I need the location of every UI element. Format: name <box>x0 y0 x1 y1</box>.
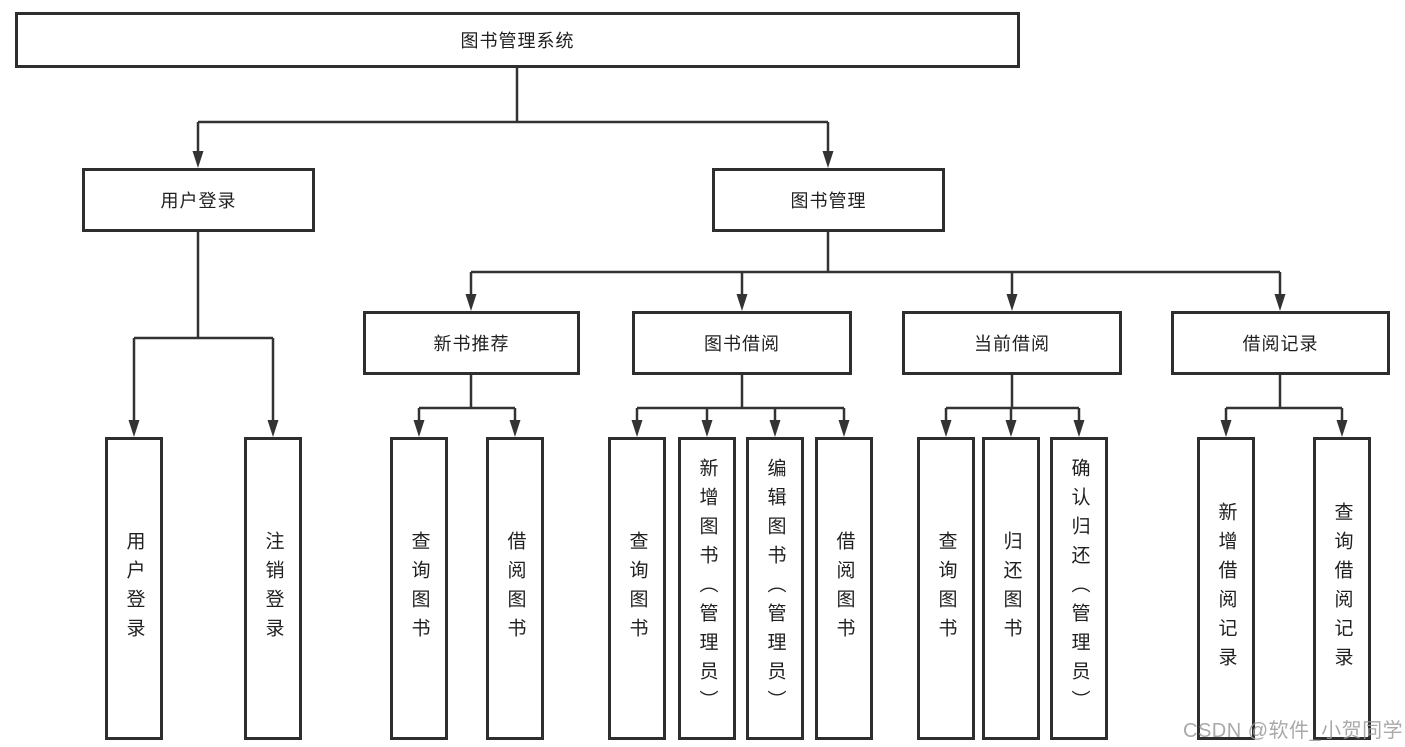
leaf-bb-edit-book-admin: 编辑图书（管理员） <box>746 437 804 740</box>
leaf-label: 查询借阅记录 <box>1331 501 1353 676</box>
node-book-borrowing: 图书借阅 <box>632 311 852 375</box>
node-current-borrowing: 当前借阅 <box>902 311 1122 375</box>
leaf-label: 查询图书 <box>626 530 648 647</box>
leaf-label: 新增借阅记录 <box>1215 501 1237 676</box>
leaf-label: 用户登录 <box>123 530 145 647</box>
node-label: 当前借阅 <box>974 334 1050 354</box>
leaf-label: 借阅图书 <box>504 530 526 647</box>
leaf-label: 编辑图书（管理员） <box>764 458 786 719</box>
csdn-watermark: CSDN @软件_小贺同学 <box>1183 720 1404 742</box>
node-user-login: 用户登录 <box>82 168 315 232</box>
leaf-br-query-record: 查询借阅记录 <box>1313 437 1371 740</box>
leaf-label: 确认归还（管理员） <box>1068 458 1090 719</box>
leaf-label: 查询图书 <box>935 530 957 647</box>
leaf-logout: 注销登录 <box>244 437 302 740</box>
leaf-bb-borrow-book: 借阅图书 <box>815 437 873 740</box>
leaf-cb-confirm-return-admin: 确认归还（管理员） <box>1050 437 1108 740</box>
node-label: 图书借阅 <box>704 334 780 354</box>
leaf-nbr-query-book: 查询图书 <box>390 437 448 740</box>
node-label: 图书管理 <box>790 191 867 211</box>
leaf-label: 注销登录 <box>262 530 284 647</box>
node-book-management: 图书管理 <box>712 168 945 232</box>
leaf-bb-add-book-admin: 新增图书（管理员） <box>678 437 736 740</box>
leaf-cb-query-book: 查询图书 <box>917 437 975 740</box>
node-label: 用户登录 <box>160 191 237 211</box>
leaf-label: 归还图书 <box>1000 530 1022 647</box>
leaf-user-login: 用户登录 <box>105 437 163 740</box>
node-borrowing-records: 借阅记录 <box>1171 311 1390 375</box>
leaf-br-add-record: 新增借阅记录 <box>1197 437 1255 740</box>
node-label: 图书管理系统 <box>460 31 575 51</box>
leaf-bb-query-book: 查询图书 <box>608 437 666 740</box>
node-label: 新书推荐 <box>433 334 510 354</box>
leaf-label: 借阅图书 <box>833 530 855 647</box>
node-label: 借阅记录 <box>1242 334 1319 354</box>
leaf-label: 新增图书（管理员） <box>696 458 718 719</box>
leaf-nbr-borrow-book: 借阅图书 <box>486 437 544 740</box>
leaf-cb-return-book: 归还图书 <box>982 437 1040 740</box>
node-new-book-recommend: 新书推荐 <box>363 311 580 375</box>
node-library-management-system: 图书管理系统 <box>15 12 1020 68</box>
leaf-label: 查询图书 <box>408 530 430 647</box>
